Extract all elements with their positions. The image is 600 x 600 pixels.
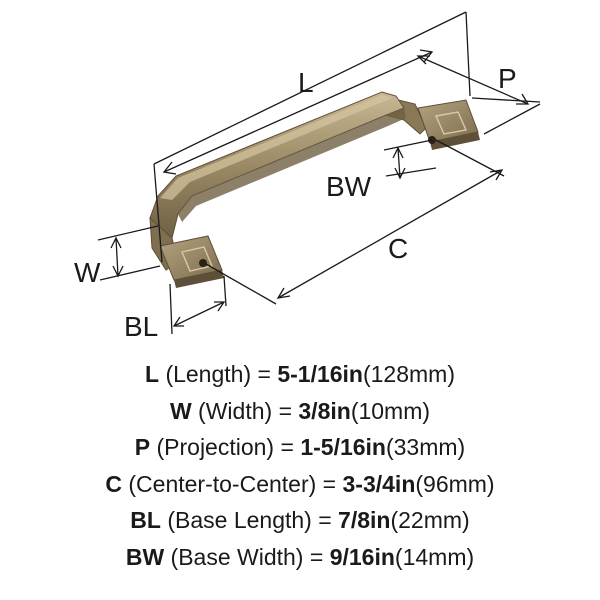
spec-name: (Center-to-Center) (128, 470, 317, 497)
cabinet-pull-handle (149, 91, 480, 288)
spec-equals: = (257, 361, 271, 387)
spec-name: (Base Width) (170, 543, 304, 570)
spec-code: W (169, 397, 192, 424)
label-W: W (74, 257, 101, 288)
spec-center-to-center: C (Center-to-Center) = 3-3/4in(96mm) (0, 466, 600, 503)
spec-imperial: 9/16in (329, 543, 395, 570)
spec-code: BW (125, 543, 165, 570)
spec-name: (Projection) (156, 434, 275, 460)
spec-imperial: 3-3/4in (342, 470, 416, 497)
label-L: L (298, 67, 314, 98)
spec-code: C (105, 470, 122, 497)
spec-code: P (134, 434, 151, 460)
specification-list: L (Length) = 5-1/16in(128mm) W (Width) =… (0, 356, 600, 575)
projection-dimension (416, 55, 541, 135)
spec-imperial: 5-1/16in (277, 361, 363, 387)
spec-metric: (14mm) (394, 543, 475, 570)
spec-imperial: 1-5/16in (300, 434, 386, 460)
spec-base-length: BL (Base Length) = 7/8in(22mm) (0, 502, 600, 539)
base-width-dimension (383, 139, 437, 180)
spec-name: (Length) (165, 361, 252, 387)
spec-equals: = (278, 397, 292, 424)
spec-name: (Width) (198, 397, 273, 424)
spec-equals: = (280, 434, 294, 460)
spec-metric: (128mm) (362, 361, 455, 387)
spec-projection: P (Projection) = 1-5/16in(33mm) (0, 429, 600, 466)
handle-dimension-diagram: L P BW W C BL (74, 11, 541, 342)
center-to-center-dimension (205, 139, 505, 305)
spec-metric: (22mm) (390, 507, 470, 533)
spec-metric: (33mm) (385, 434, 466, 460)
spec-equals: = (309, 543, 324, 570)
left-screw-hole (199, 259, 207, 267)
spec-metric: (96mm) (415, 470, 495, 497)
spec-equals: = (318, 507, 332, 533)
right-base-plate (417, 99, 480, 150)
label-BL: BL (124, 311, 158, 342)
spec-imperial: 3/8in (298, 397, 351, 424)
label-BW: BW (326, 171, 372, 202)
spec-metric: (10mm) (350, 397, 431, 424)
spec-base-width: BW (Base Width) = 9/16in(14mm) (0, 539, 600, 576)
spec-length: L (Length) = 5-1/16in(128mm) (0, 356, 600, 393)
width-dimension (97, 225, 161, 281)
handle-underside (178, 108, 406, 222)
spec-equals: = (322, 470, 337, 497)
spec-width: W (Width) = 3/8in(10mm) (0, 393, 600, 430)
spec-code: BL (130, 507, 161, 533)
spec-imperial: 7/8in (338, 507, 391, 533)
handle-highlight (160, 95, 392, 200)
left-base-plate (159, 235, 224, 288)
label-P: P (498, 63, 517, 94)
base-length-dimension (169, 275, 227, 335)
label-C: C (388, 233, 408, 264)
length-dimension (153, 11, 471, 263)
spec-code: L (144, 361, 160, 387)
spec-name: (Base Length) (167, 507, 312, 533)
